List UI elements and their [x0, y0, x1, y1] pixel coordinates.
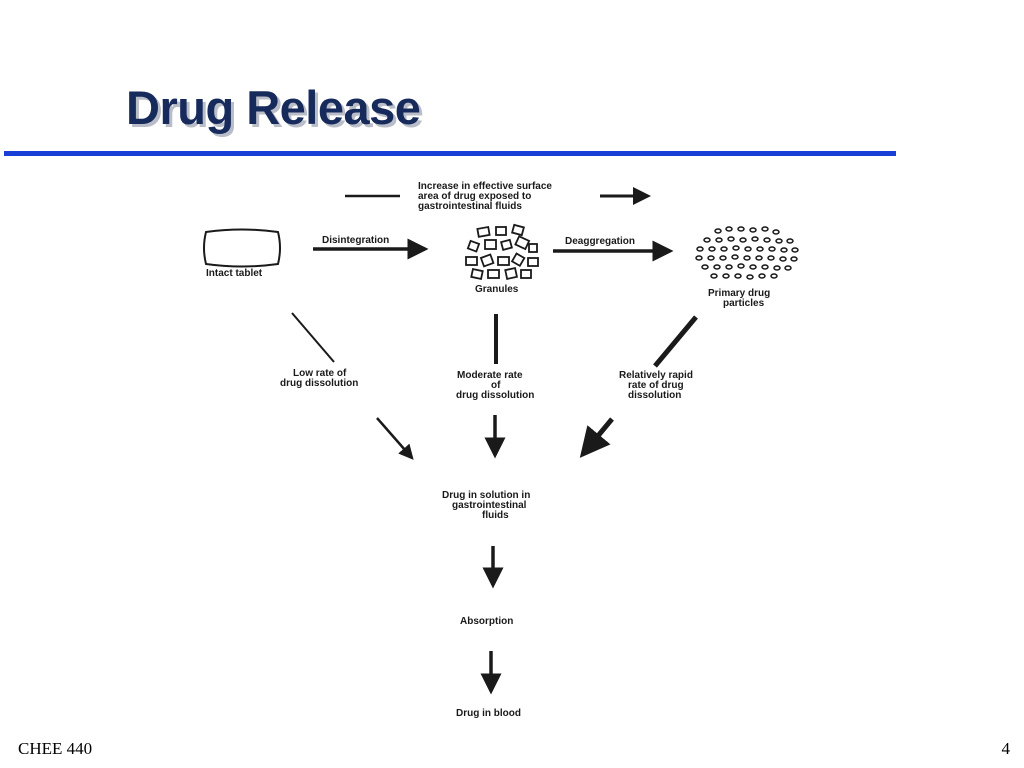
title-rule — [4, 151, 896, 156]
moderate-rate-label-2: of — [491, 380, 501, 391]
disintegration-label: Disintegration — [322, 235, 389, 246]
low-rate-label-1: Low rate of — [293, 368, 347, 379]
primary-particles-cluster — [695, 226, 799, 280]
granules-label: Granules — [475, 284, 519, 295]
slide-title: Drug Release — [126, 81, 421, 134]
rapid-rate-label-3: dissolution — [628, 390, 681, 401]
low-rate-label-2: drug dissolution — [280, 378, 358, 389]
tablet-to-low-rate-line — [291, 312, 335, 363]
drug-in-blood-label: Drug in blood — [456, 708, 521, 719]
surface-area-label-2: area of drug exposed to — [418, 191, 531, 202]
absorption-label: Absorption — [460, 616, 513, 627]
rapid-rate-arrow — [579, 417, 614, 458]
intact-tablet-shape — [203, 228, 281, 268]
low-rate-arrow — [376, 417, 414, 460]
moderate-rate-label-3: drug dissolution — [456, 390, 534, 401]
particles-to-rapid-line — [653, 315, 698, 368]
page-number: 4 — [1001, 739, 1011, 758]
primary-particles-label-2: particles — [723, 298, 765, 309]
granules-cluster — [465, 223, 539, 281]
intact-tablet-label: Intact tablet — [206, 268, 263, 279]
solution-label-1: Drug in solution in — [442, 490, 530, 501]
solution-label-2: gastrointestinal — [452, 500, 527, 511]
surface-area-label-3: gastrointestinal fluids — [418, 201, 522, 212]
primary-particles-label-1: Primary drug — [708, 288, 770, 299]
solution-label-3: fluids — [482, 510, 509, 521]
surface-area-label-1: Increase in effective surface — [418, 181, 552, 192]
rapid-rate-label-1: Relatively rapid — [619, 370, 693, 381]
course-code: CHEE 440 — [18, 739, 93, 758]
rapid-rate-label-2: rate of drug — [628, 380, 684, 391]
deaggregation-label: Deaggregation — [565, 236, 635, 247]
moderate-rate-label-1: Moderate rate — [457, 370, 523, 381]
